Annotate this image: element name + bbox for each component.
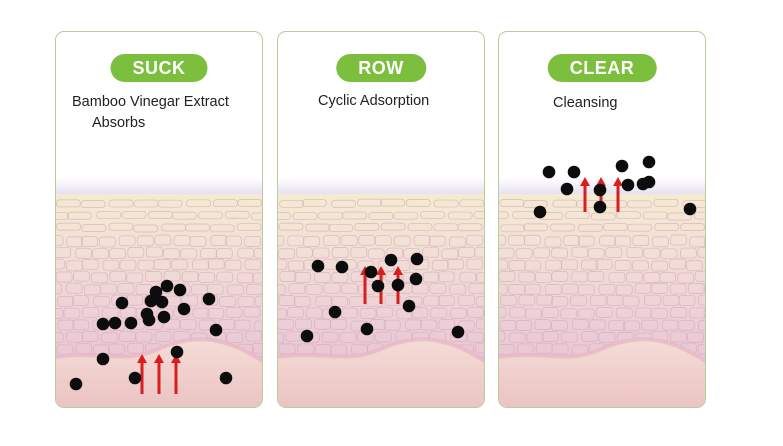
- up-arrow-head: [596, 177, 606, 186]
- impurity-dot: [593, 200, 607, 214]
- impurity-dot: [642, 175, 656, 189]
- up-arrow-head: [393, 266, 403, 275]
- step-badge: ROW: [336, 54, 426, 82]
- impurity-dot: [533, 205, 547, 219]
- up-arrow-head: [154, 354, 164, 363]
- impurity-dot: [683, 202, 697, 216]
- impurity-dot: [115, 296, 129, 310]
- impurity-dot: [300, 329, 314, 343]
- impurity-dot: [615, 159, 629, 173]
- impurity-dot: [202, 292, 216, 306]
- impurity-dot: [149, 285, 163, 299]
- up-arrow-head: [137, 354, 147, 363]
- impurity-dot: [160, 279, 174, 293]
- impurity-dot: [128, 371, 142, 385]
- impurity-dot: [360, 322, 374, 336]
- skin-surface: [278, 178, 484, 196]
- impurity-dot: [69, 377, 83, 391]
- impurity-dot: [621, 178, 635, 192]
- impurity-dot: [384, 253, 398, 267]
- impurity-dot: [364, 265, 378, 279]
- panel-clear: CLEAR Cleansing: [498, 31, 706, 408]
- skin-illustration: [499, 155, 705, 407]
- impurity-dot: [409, 272, 423, 286]
- impurity-dot: [142, 313, 156, 327]
- basement-membrane: [56, 337, 262, 364]
- impurity-dot: [542, 165, 556, 179]
- up-arrow-head: [580, 177, 590, 186]
- up-arrow-head: [171, 354, 181, 363]
- impurity-dot: [124, 316, 138, 330]
- impurity-dot: [219, 371, 233, 385]
- impurity-dot: [642, 155, 656, 169]
- impurity-dot: [108, 316, 122, 330]
- basement-membrane: [499, 337, 705, 364]
- caption-line: Absorbs: [92, 115, 146, 131]
- up-arrow-head: [376, 266, 386, 275]
- impurity-dot: [335, 260, 349, 274]
- impurity-dot: [209, 323, 223, 337]
- impurity-dot: [170, 345, 184, 359]
- impurity-dot: [593, 183, 607, 197]
- impurity-dot: [157, 310, 171, 324]
- caption-line: Cyclic Adsorption: [318, 93, 430, 109]
- panel-suck: SUCK Bamboo Vinegar Extract Absorbs: [55, 31, 263, 408]
- skin-illustration: [278, 178, 484, 407]
- impurity-dot: [371, 279, 385, 293]
- step-caption: Bamboo Vinegar Extract Absorbs: [72, 92, 229, 134]
- impurity-dot: [328, 305, 342, 319]
- impurity-dot: [155, 295, 169, 309]
- impurity-dot: [410, 252, 424, 266]
- impurity-dot: [177, 302, 191, 316]
- impurity-dot: [96, 317, 110, 331]
- cell-texture: [278, 198, 484, 362]
- caption-line: Bamboo Vinegar Extract: [72, 94, 229, 110]
- epidermis-layer: [56, 194, 262, 361]
- caption-line: Cleansing: [553, 95, 618, 111]
- step-badge: CLEAR: [547, 54, 657, 82]
- panel-row: ROW Cyclic Adsorption: [277, 31, 485, 408]
- epidermis-layer: [499, 194, 705, 361]
- impurity-dot: [391, 278, 405, 292]
- step-badge: SUCK: [110, 54, 208, 82]
- impurity-dot: [402, 299, 416, 313]
- skin-illustration: [56, 178, 262, 407]
- impurity-dot: [311, 259, 325, 273]
- up-arrow-head: [613, 177, 623, 186]
- step-caption: Cleansing: [553, 93, 618, 114]
- impurity-dot: [173, 283, 187, 297]
- impurity-dot: [96, 352, 110, 366]
- step-caption: Cyclic Adsorption: [318, 91, 429, 112]
- basement-membrane: [278, 337, 484, 364]
- skin-surface: [56, 178, 262, 196]
- impurity-dot: [560, 182, 574, 196]
- impurity-dot: [451, 325, 465, 339]
- impurity-dot: [567, 165, 581, 179]
